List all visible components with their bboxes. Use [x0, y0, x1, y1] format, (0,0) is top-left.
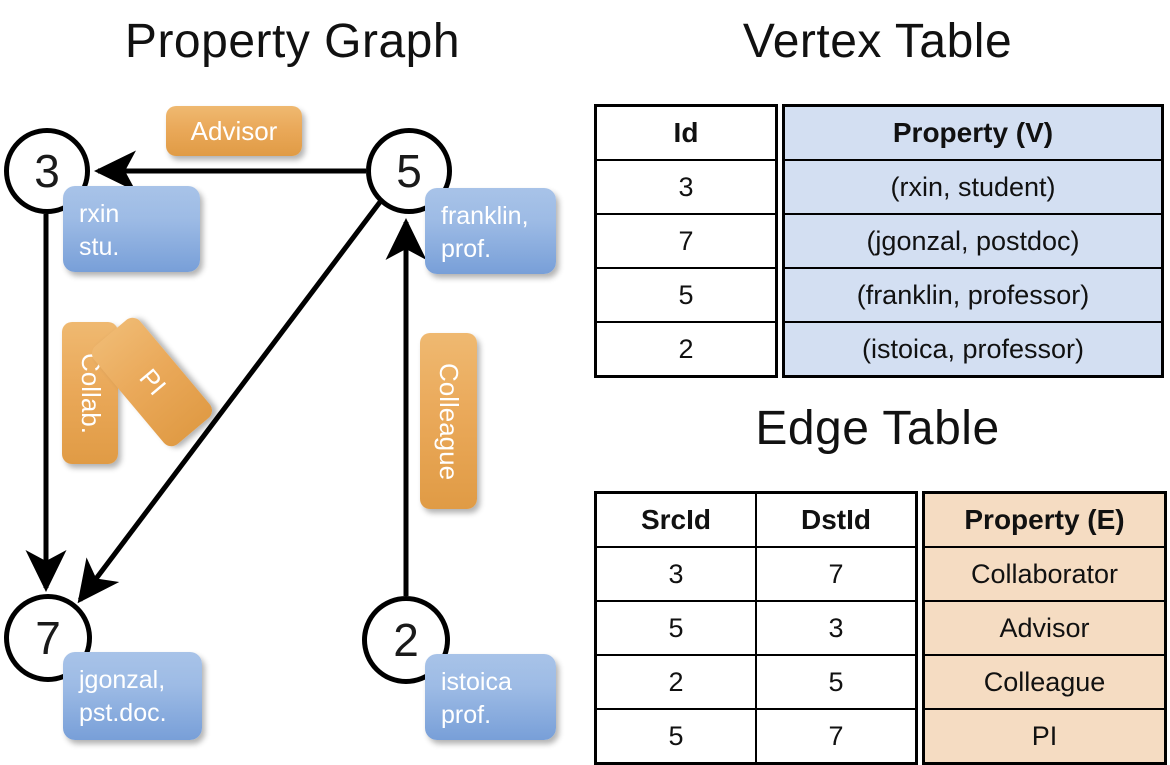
table-header-row: Property (E)	[922, 491, 1167, 548]
edge-src-cell: 5	[594, 708, 757, 765]
vertex-property-line-2: prof.	[441, 701, 492, 729]
column-header-dstid: DstId	[755, 491, 918, 548]
vertex-id-cell: 5	[594, 267, 778, 323]
edge-dst-cell: 5	[755, 654, 918, 710]
table-header-row: Id	[594, 104, 778, 161]
table-row: (jgonzal, postdoc)	[782, 213, 1164, 269]
vertex-property-line-1: franklin,	[441, 202, 529, 230]
edge-property-callout-advisor: Advisor	[166, 106, 302, 156]
edge-label-text: Advisor	[190, 115, 278, 146]
page-title-vertex-table: Vertex Table	[742, 15, 1013, 68]
vertex-id-cell: 7	[594, 213, 778, 269]
edge-table-id-columns: SrcId DstId 3 7 5 3 2 5 5 7	[594, 491, 918, 765]
vertex-property-callout-3: rxin stu.	[63, 186, 200, 272]
table-row: 3 7	[594, 546, 918, 602]
edge-property-cell: Collaborator	[922, 546, 1167, 602]
page-title-property-graph: Property Graph	[124, 15, 461, 68]
edge-property-cell: Advisor	[922, 600, 1167, 656]
edge-property-callout-colleague: Colleague	[420, 333, 477, 509]
vertex-property-line-1: jgonzal,	[79, 666, 166, 694]
edge-dst-cell: 7	[755, 546, 918, 602]
edge-table-property-column: Property (E) Collaborator Advisor Collea…	[922, 491, 1167, 765]
edge-src-cell: 2	[594, 654, 757, 710]
vertex-property-line-1: istoica	[441, 668, 512, 696]
table-row: 5	[594, 267, 778, 323]
table-row: Colleague	[922, 654, 1167, 710]
vertex-id-cell: 3	[594, 159, 778, 215]
edge-src-cell: 5	[594, 600, 757, 656]
vertex-property-callout-5: franklin, prof.	[425, 188, 556, 274]
table-header-row: Property (V)	[782, 104, 1164, 161]
vertex-property-line-2: prof.	[441, 235, 492, 263]
table-row: 5 3	[594, 600, 918, 656]
table-row: Collaborator	[922, 546, 1167, 602]
edge-label-text: PI	[132, 362, 172, 401]
vertex-property-cell: (rxin, student)	[782, 159, 1164, 215]
table-row: 2	[594, 321, 778, 378]
column-header-id: Id	[594, 104, 778, 161]
edge-property-cell: PI	[922, 708, 1167, 765]
vertex-property-cell: (istoica, professor)	[782, 321, 1164, 378]
edge-label-text: Colleague	[434, 362, 464, 480]
vertex-property-cell: (franklin, professor)	[782, 267, 1164, 323]
table-row: PI	[922, 708, 1167, 765]
vertex-id-cell: 2	[594, 321, 778, 378]
table-row: Advisor	[922, 600, 1167, 656]
vertex-table-property-column: Property (V) (rxin, student) (jgonzal, p…	[782, 104, 1164, 378]
graph-node-2[interactable]: 2	[362, 596, 450, 684]
edge-dst-cell: 3	[755, 600, 918, 656]
table-row: 3	[594, 159, 778, 215]
edge-property-cell: Colleague	[922, 654, 1167, 710]
column-header-property-v: Property (V)	[782, 104, 1164, 161]
graph-edges-svg	[25, 150, 427, 604]
table-header-row: SrcId DstId	[594, 491, 918, 548]
edge-src-cell: 3	[594, 546, 757, 602]
vertex-property-cell: (jgonzal, postdoc)	[782, 213, 1164, 269]
vertex-property-callout-2: istoica prof.	[425, 654, 556, 740]
table-row: 2 5	[594, 654, 918, 710]
column-header-property-e: Property (E)	[922, 491, 1167, 548]
table-row: (franklin, professor)	[782, 267, 1164, 323]
table-row: (istoica, professor)	[782, 321, 1164, 378]
vertex-property-callout-7: jgonzal, pst.doc.	[63, 652, 202, 740]
property-graph-panel: 3 5 7 2 rxin stu. franklin, prof. jgonza…	[0, 0, 585, 760]
table-row: (rxin, student)	[782, 159, 1164, 215]
vertex-table-id-column: Id 3 7 5 2	[594, 104, 778, 378]
vertex-property-line-1: rxin	[79, 200, 120, 228]
page-title-edge-table: Edge Table	[755, 402, 1000, 455]
vertex-property-line-2: pst.doc.	[79, 699, 167, 727]
column-header-srcid: SrcId	[594, 491, 757, 548]
vertex-property-line-2: stu.	[79, 233, 120, 261]
edge-dst-cell: 7	[755, 708, 918, 765]
table-row: 7	[594, 213, 778, 269]
edge-line-pi	[77, 200, 382, 604]
graph-node-5[interactable]: 5	[366, 128, 452, 214]
table-row: 5 7	[594, 708, 918, 765]
